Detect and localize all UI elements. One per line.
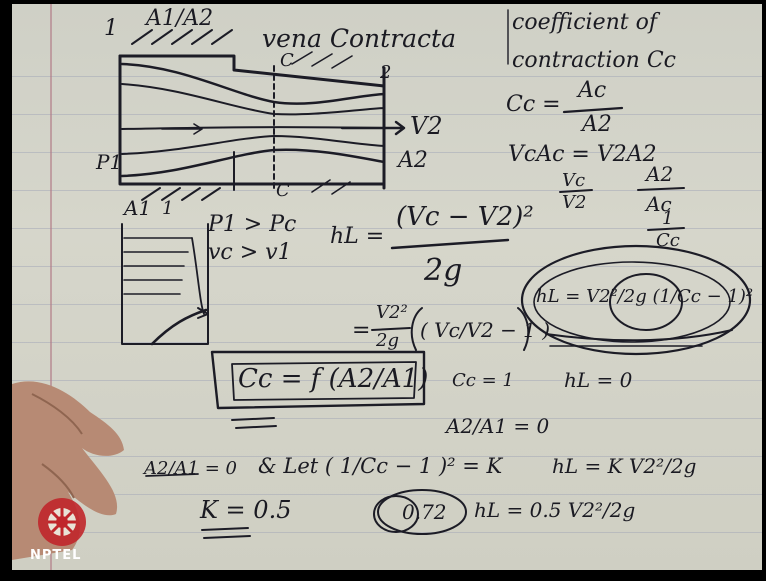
margin-line: [50, 4, 52, 570]
second-eq-paren: ( Vc/V2 − 1 ): [420, 318, 551, 342]
pressure-condition: P1 > Pc: [208, 212, 297, 237]
area-ratio-num: A2: [646, 162, 674, 186]
velocity-ratio-den: V2: [562, 192, 587, 213]
head-loss-k: hL = K V2²/2g: [552, 454, 697, 478]
area-ratio-zero-2: A2/A1 = 0: [144, 458, 237, 479]
a2-label: A2: [398, 148, 428, 173]
section-c-top: C: [280, 50, 294, 71]
circled-equation: hL = V2²/2g (1/Cc − 1)²: [536, 286, 754, 307]
inverse-den: Cc: [656, 230, 680, 251]
head-loss-numerator: (Vc − V2)²: [396, 202, 534, 232]
v2-label: V2: [410, 112, 443, 140]
area-ratio-label: A1/A2: [146, 6, 214, 31]
let-k-definition: & Let ( 1/Cc − 1 )² = K: [258, 454, 503, 478]
second-eq-equals: =: [352, 318, 371, 343]
cc-value-circled: 0.72: [402, 500, 447, 524]
velocity-ratio-num: Vc: [562, 170, 586, 191]
a1-label: A1: [124, 196, 152, 220]
hl-equals-zero: hL = 0: [564, 368, 633, 392]
cc-equation-denominator: A2: [582, 112, 612, 137]
item-number: 1: [104, 16, 118, 41]
notebook-page: 1 A1/A2 vena Contracta coefficient of co…: [12, 4, 762, 570]
second-eq-den: 2g: [376, 330, 399, 351]
k-value: K = 0.5: [200, 496, 292, 524]
area-ratio-zero: A2/A1 = 0: [446, 414, 550, 438]
nptel-logo-text: NPTEL: [30, 548, 82, 563]
section-2-label: 2: [380, 62, 392, 83]
handwritten-sketch: [118, 9, 752, 539]
cc-equation-lhs: Cc =: [506, 92, 561, 117]
head-loss-half: hL = 0.5 V2²/2g: [474, 498, 636, 522]
section-c-bottom: C: [276, 180, 290, 201]
second-eq-num: V2²: [376, 302, 408, 323]
nptel-logo: [38, 498, 86, 546]
velocity-condition: vc > v1: [208, 240, 292, 265]
area-ratio-den: Ac: [646, 192, 672, 216]
vena-contracta-title: vena Contracta: [262, 24, 457, 53]
coefficient-line-1: coefficient of: [512, 10, 657, 35]
head-loss-lhs: hL =: [330, 224, 385, 249]
continuity-equation: VcAc = V2A2: [508, 142, 657, 167]
section-1-label: 1: [162, 198, 174, 219]
p1-label: P1: [96, 150, 123, 174]
coefficient-line-2: contraction Cc: [512, 48, 676, 73]
head-loss-denominator: 2g: [424, 253, 463, 288]
cc-function-box: Cc = f (A2/A1): [238, 364, 429, 394]
cc-equals-one: Cc = 1: [452, 370, 514, 391]
cc-equation-numerator: Ac: [578, 78, 607, 103]
inverse-num: 1: [662, 208, 674, 229]
